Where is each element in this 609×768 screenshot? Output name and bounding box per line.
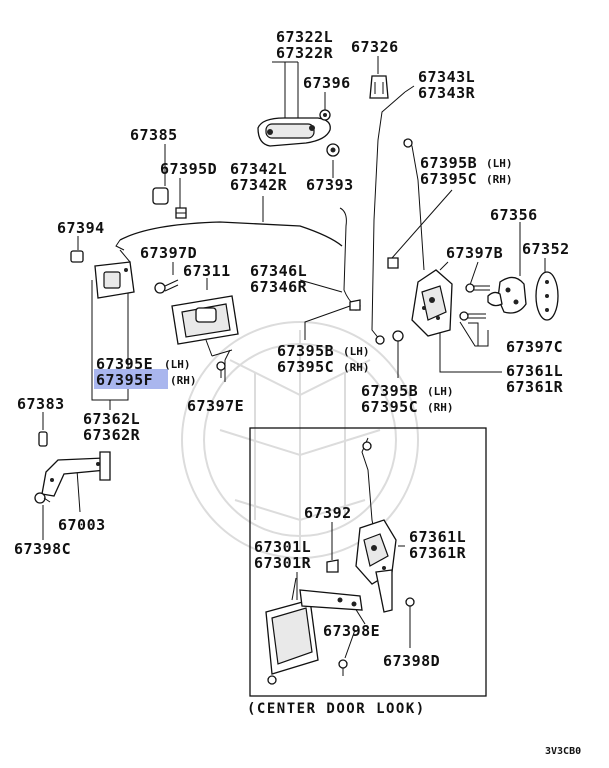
center-door-caption: (CENTER DOOR LOOK) <box>247 701 426 717</box>
label-67301r[interactable]: 67301R <box>254 554 312 572</box>
label-67342r[interactable]: 67342R <box>230 176 288 194</box>
bumper-67385-drawing <box>152 187 169 205</box>
diagram-code: 3V3CB0 <box>545 746 581 757</box>
label-67311[interactable]: 67311 <box>183 262 231 280</box>
label-67346r[interactable]: 67346R <box>250 278 308 296</box>
label-67395b-top[interactable]: 67395B <box>420 154 477 172</box>
label-67361r-top[interactable]: 67361R <box>506 378 564 396</box>
label-67385[interactable]: 67385 <box>130 126 178 144</box>
label-67395b-mid[interactable]: 67395B <box>277 342 334 360</box>
shim-67352-drawing <box>535 271 559 321</box>
outside-handle-67322-drawing <box>257 117 331 147</box>
label-67395c-mid[interactable]: 67395C <box>277 358 334 376</box>
clip-67394-drawing <box>70 250 84 263</box>
label-67003[interactable]: 67003 <box>58 516 106 534</box>
rod-67342-drawing <box>115 221 343 251</box>
rod-67343-drawing <box>371 91 406 345</box>
label-67383[interactable]: 67383 <box>17 395 65 413</box>
label-67398e[interactable]: 67398E <box>323 622 380 640</box>
inside-handle-67311-drawing <box>171 295 239 357</box>
part-labels: 67322L 67322R 67326 67343L 67343R 67396 … <box>14 28 581 757</box>
label-67396[interactable]: 67396 <box>303 74 351 92</box>
bracket-67362-drawing <box>94 261 135 299</box>
label-67395b-top-side: (LH) <box>486 157 513 170</box>
label-67395c-top-side: (RH) <box>486 173 513 186</box>
leader-lines <box>42 56 546 659</box>
clips-67395bc-drawing <box>349 257 404 342</box>
label-67362l[interactable]: 67362L <box>83 410 140 428</box>
label-67394[interactable]: 67394 <box>57 219 105 237</box>
pin-67383-drawing <box>38 431 48 447</box>
label-67395c-mid-side: (RH) <box>343 361 370 374</box>
striker-67356-drawing <box>487 276 527 314</box>
label-67395b-mid-side: (LH) <box>343 345 370 358</box>
label-67362r[interactable]: 67362R <box>83 426 141 444</box>
check-link-67003-drawing <box>41 451 111 497</box>
grommet-67393-drawing <box>326 143 340 157</box>
label-67395f[interactable]: 67395F <box>96 371 153 389</box>
label-67322r[interactable]: 67322R <box>276 44 334 62</box>
bolt-67398c-drawing <box>34 492 51 504</box>
label-67395d[interactable]: 67395D <box>160 160 217 178</box>
label-67342l[interactable]: 67342L <box>230 160 287 178</box>
label-67343r[interactable]: 67343R <box>418 84 476 102</box>
label-67397d[interactable]: 67397D <box>140 244 197 262</box>
screw-67397e-drawing <box>216 361 226 378</box>
screws-67397bc-drawing <box>459 283 490 321</box>
rod-67346-drawing <box>339 207 361 311</box>
label-67398c[interactable]: 67398C <box>14 540 71 558</box>
rod-lock-drawing <box>403 138 425 271</box>
label-67397c[interactable]: 67397C <box>506 338 563 356</box>
clip-67396-drawing <box>319 109 331 121</box>
label-67395b-low-side: (LH) <box>427 385 454 398</box>
label-67395c-top[interactable]: 67395C <box>420 170 477 188</box>
center-door-box <box>249 427 487 697</box>
watermark-emblem <box>181 321 419 559</box>
label-67395e[interactable]: 67395E <box>96 355 153 373</box>
label-67397b[interactable]: 67397B <box>446 244 503 262</box>
label-67343l[interactable]: 67343L <box>418 68 475 86</box>
label-67395f-side: (RH) <box>170 374 197 387</box>
label-67395e-side: (LH) <box>164 358 191 371</box>
label-67397e[interactable]: 67397E <box>187 397 244 415</box>
label-67301l[interactable]: 67301L <box>254 538 311 556</box>
label-67361l-box[interactable]: 67361L <box>409 528 466 546</box>
clip-67395d-drawing <box>175 207 187 219</box>
label-67392[interactable]: 67392 <box>304 504 352 522</box>
label-67398d[interactable]: 67398D <box>383 652 440 670</box>
label-67326[interactable]: 67326 <box>351 38 399 56</box>
label-67395c-low[interactable]: 67395C <box>361 398 418 416</box>
label-67356[interactable]: 67356 <box>490 206 538 224</box>
label-67393[interactable]: 67393 <box>306 176 354 194</box>
label-67322l[interactable]: 67322L <box>276 28 333 46</box>
label-67361r-box[interactable]: 67361R <box>409 544 467 562</box>
label-67395c-low-side: (RH) <box>427 401 454 414</box>
cap-67326-drawing <box>369 75 389 99</box>
label-67352[interactable]: 67352 <box>522 240 570 258</box>
highlight-box <box>94 369 168 389</box>
label-67395b-low[interactable]: 67395B <box>361 382 418 400</box>
lock-67361-drawing <box>411 261 453 337</box>
label-67361l-top[interactable]: 67361L <box>506 362 563 380</box>
screw-67397d-drawing <box>154 279 179 294</box>
label-67346l[interactable]: 67346L <box>250 262 307 280</box>
